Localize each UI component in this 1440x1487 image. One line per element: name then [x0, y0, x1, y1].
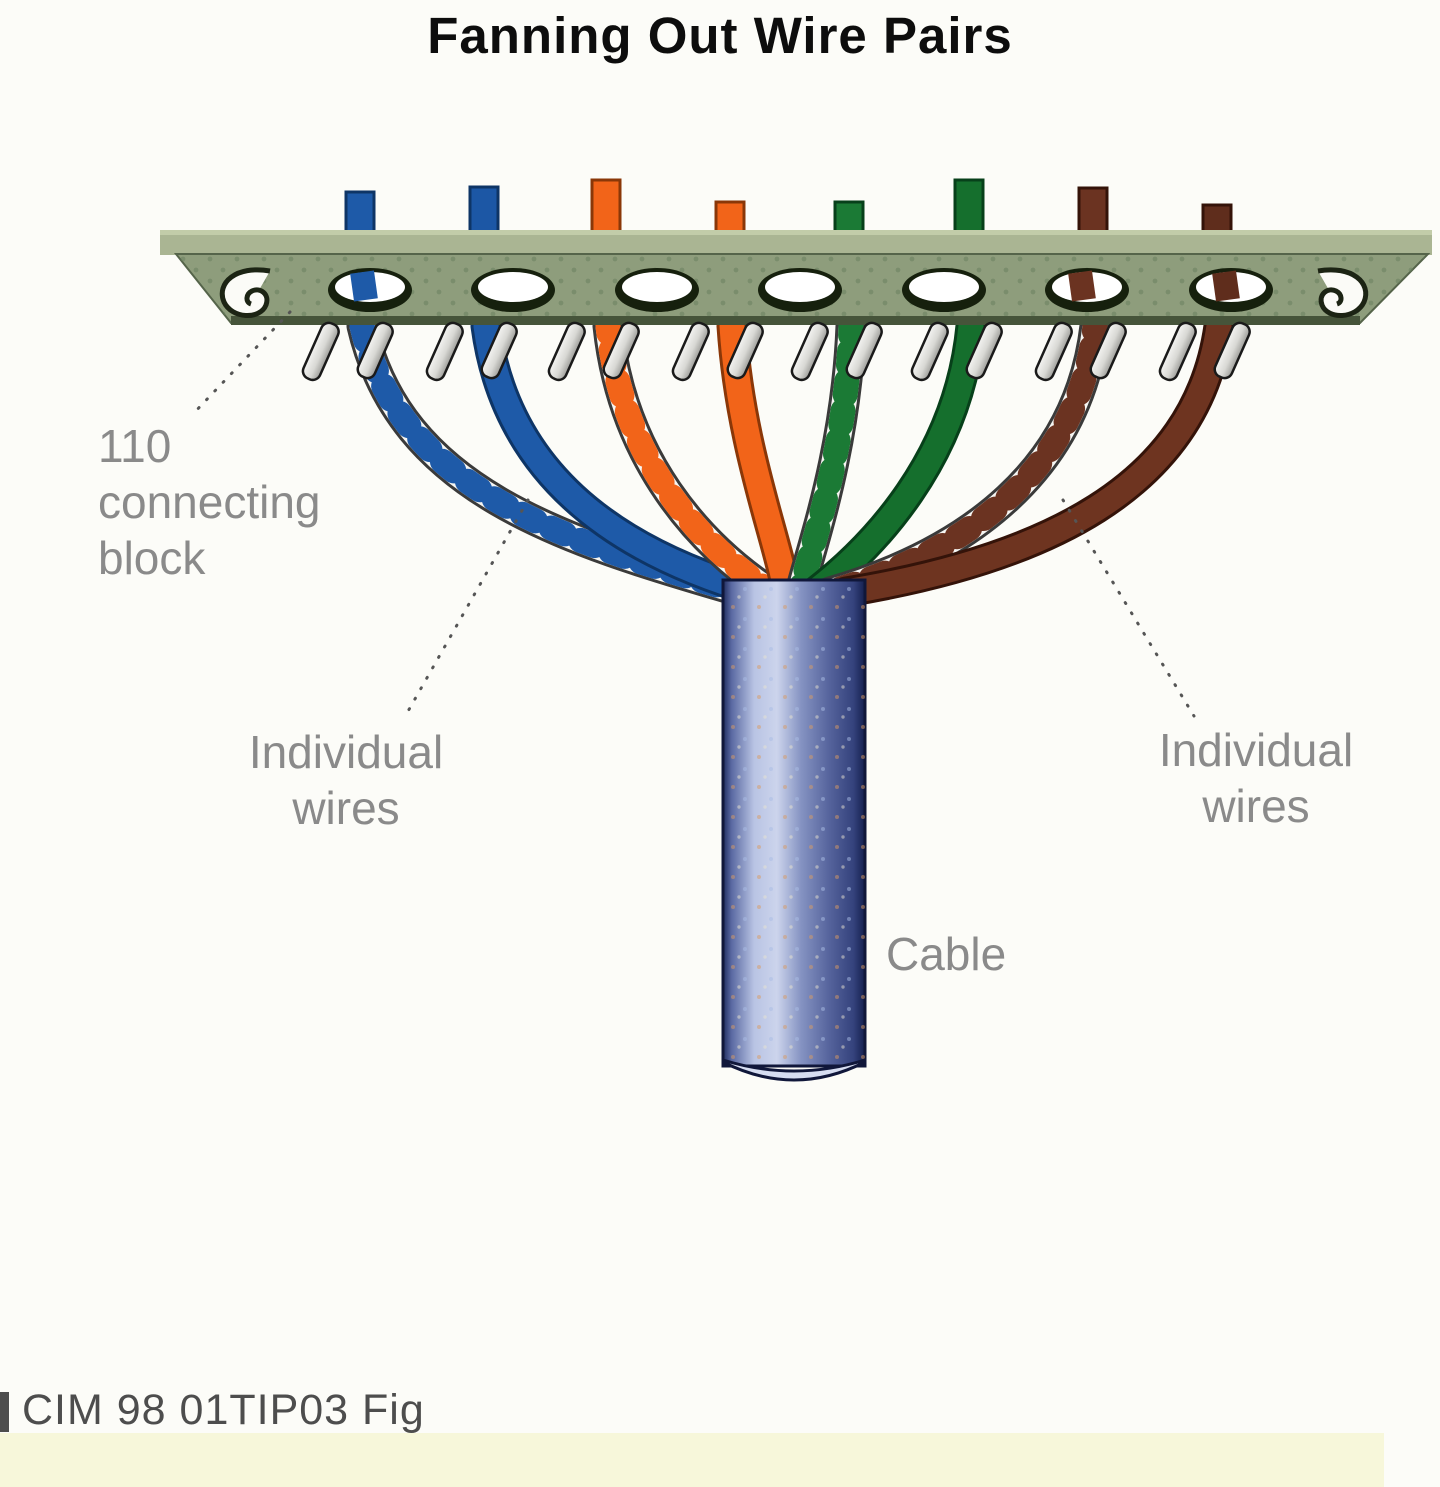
connecting-block — [160, 230, 1432, 325]
caption-clipped-character — [0, 1392, 9, 1432]
individual-wires-right-line2: wires — [1202, 780, 1310, 833]
block-hook-left — [219, 267, 271, 318]
block-hook-right — [1317, 267, 1369, 318]
cable-bottom-rim — [721, 1057, 867, 1082]
individual-wires-label-left: Individual wires — [249, 724, 443, 836]
punch-clip — [910, 321, 1003, 382]
connecting-block-label-line2: connecting — [98, 476, 321, 529]
figure-caption: CIM 98 01TIP03 Fig — [22, 1386, 425, 1434]
individual-wires-right-line1: Individual — [1158, 724, 1354, 776]
punch-clip — [1158, 321, 1251, 382]
punch-clip — [790, 321, 883, 382]
wire-tips — [344, 178, 1233, 240]
punch-clip — [1034, 321, 1127, 382]
punch-down-clips — [301, 321, 1251, 382]
punch-clip — [671, 321, 764, 382]
connecting-block-label-line1: 110 — [98, 420, 172, 472]
punch-clip — [425, 321, 518, 382]
block-holes — [328, 268, 1273, 312]
connecting-block-label: 110 connecting block — [98, 418, 321, 586]
block-bottom-shadow — [231, 316, 1360, 325]
wire-green — [799, 310, 987, 608]
cable — [721, 578, 867, 1082]
individual-wires-left-line1: Individual — [248, 726, 444, 778]
leader-individual-wires-left — [405, 498, 530, 715]
cable-label: Cable — [886, 928, 1007, 980]
wire-tip-orange-1 — [590, 178, 622, 240]
leader-lines — [190, 310, 1196, 718]
diagram-title: Fanning Out Wire Pairs — [427, 7, 1013, 64]
individual-wires-left-line2: wires — [292, 782, 400, 835]
leader-connecting-block — [190, 310, 292, 417]
wire-brown — [830, 310, 1235, 608]
punch-clip — [301, 321, 394, 382]
individual-wires-label-right: Individual wires — [1159, 722, 1353, 834]
footer-band — [0, 1433, 1384, 1487]
leader-individual-wires-right — [1061, 498, 1196, 718]
punch-clip — [547, 321, 640, 382]
wire-tip-green-2 — [953, 178, 985, 240]
wire-blue — [470, 310, 772, 608]
connecting-block-label-line3: block — [98, 532, 206, 585]
